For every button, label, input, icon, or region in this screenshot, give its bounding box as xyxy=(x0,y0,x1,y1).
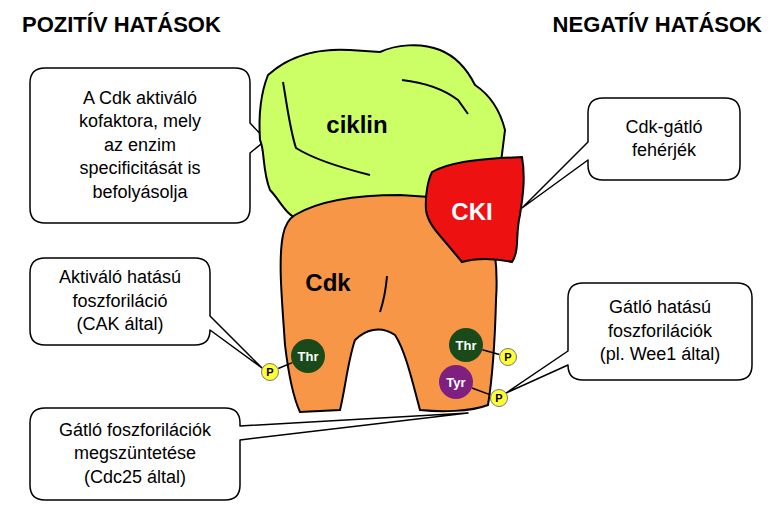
callout-text: Gátló hatású foszforilációk (pl. Wee1 ál… xyxy=(595,296,725,366)
residue-circle: Thr xyxy=(449,328,483,362)
bond-line xyxy=(278,363,292,369)
callout-text: Cdk-gátló fehérjék xyxy=(604,116,724,163)
callout-fill xyxy=(30,68,266,223)
bond-line xyxy=(482,350,499,355)
phosphate-circle: P xyxy=(490,389,508,407)
section-heading: POZITÍV HATÁSOK xyxy=(22,12,221,38)
callout-text: A Cdk aktiváló kofaktora, mely az enzim … xyxy=(70,87,210,204)
circle-label: P xyxy=(495,393,502,404)
callout-fill xyxy=(30,258,262,368)
circle-label: Tyr xyxy=(446,376,465,389)
shape-label: ciklin xyxy=(326,111,387,139)
contour-line xyxy=(402,80,468,114)
callout-fill xyxy=(30,408,468,500)
callout-fill xyxy=(522,98,740,208)
circle-label: Thr xyxy=(456,339,477,352)
section-heading: NEGATÍV HATÁSOK xyxy=(553,12,762,38)
callout-text: Gátló foszforilációk megszüntetése (Cdc2… xyxy=(53,419,218,489)
circle-label: P xyxy=(266,367,273,378)
phosphate-circle: P xyxy=(261,363,279,381)
contour-line xyxy=(380,276,387,312)
circle-label: P xyxy=(504,352,511,363)
residue-circle: Tyr xyxy=(439,365,473,399)
callout-outline xyxy=(588,98,740,180)
shape-fill xyxy=(281,195,497,412)
callout-fill xyxy=(506,283,752,393)
callout-box: Cdk-gátló fehérjék xyxy=(588,98,740,180)
heading-slot: NEGATÍV HATÁSOK xyxy=(553,12,762,38)
callout-box: A Cdk aktiváló kofaktora, mely az enzim … xyxy=(30,68,250,223)
heading-slot: POZITÍV HATÁSOK xyxy=(22,12,221,38)
circle-label: Thr xyxy=(298,350,319,363)
residue-circle: Thr xyxy=(291,339,325,373)
shape-label: Cdk xyxy=(305,269,350,297)
callout-box: Gátló foszforilációk megszüntetése (Cdc2… xyxy=(30,408,240,500)
shape-label: CKI xyxy=(451,198,492,226)
callout-box: Aktiváló hatású foszforiláció (CAK által… xyxy=(30,258,210,345)
phosphate-circle: P xyxy=(499,348,517,366)
cki-shape: CKI xyxy=(420,150,530,268)
bond-line xyxy=(472,388,491,395)
callout-text: Aktiváló hatású foszforiláció (CAK által… xyxy=(53,266,188,336)
callout-box: Gátló hatású foszforilációk (pl. Wee1 ál… xyxy=(568,283,752,380)
